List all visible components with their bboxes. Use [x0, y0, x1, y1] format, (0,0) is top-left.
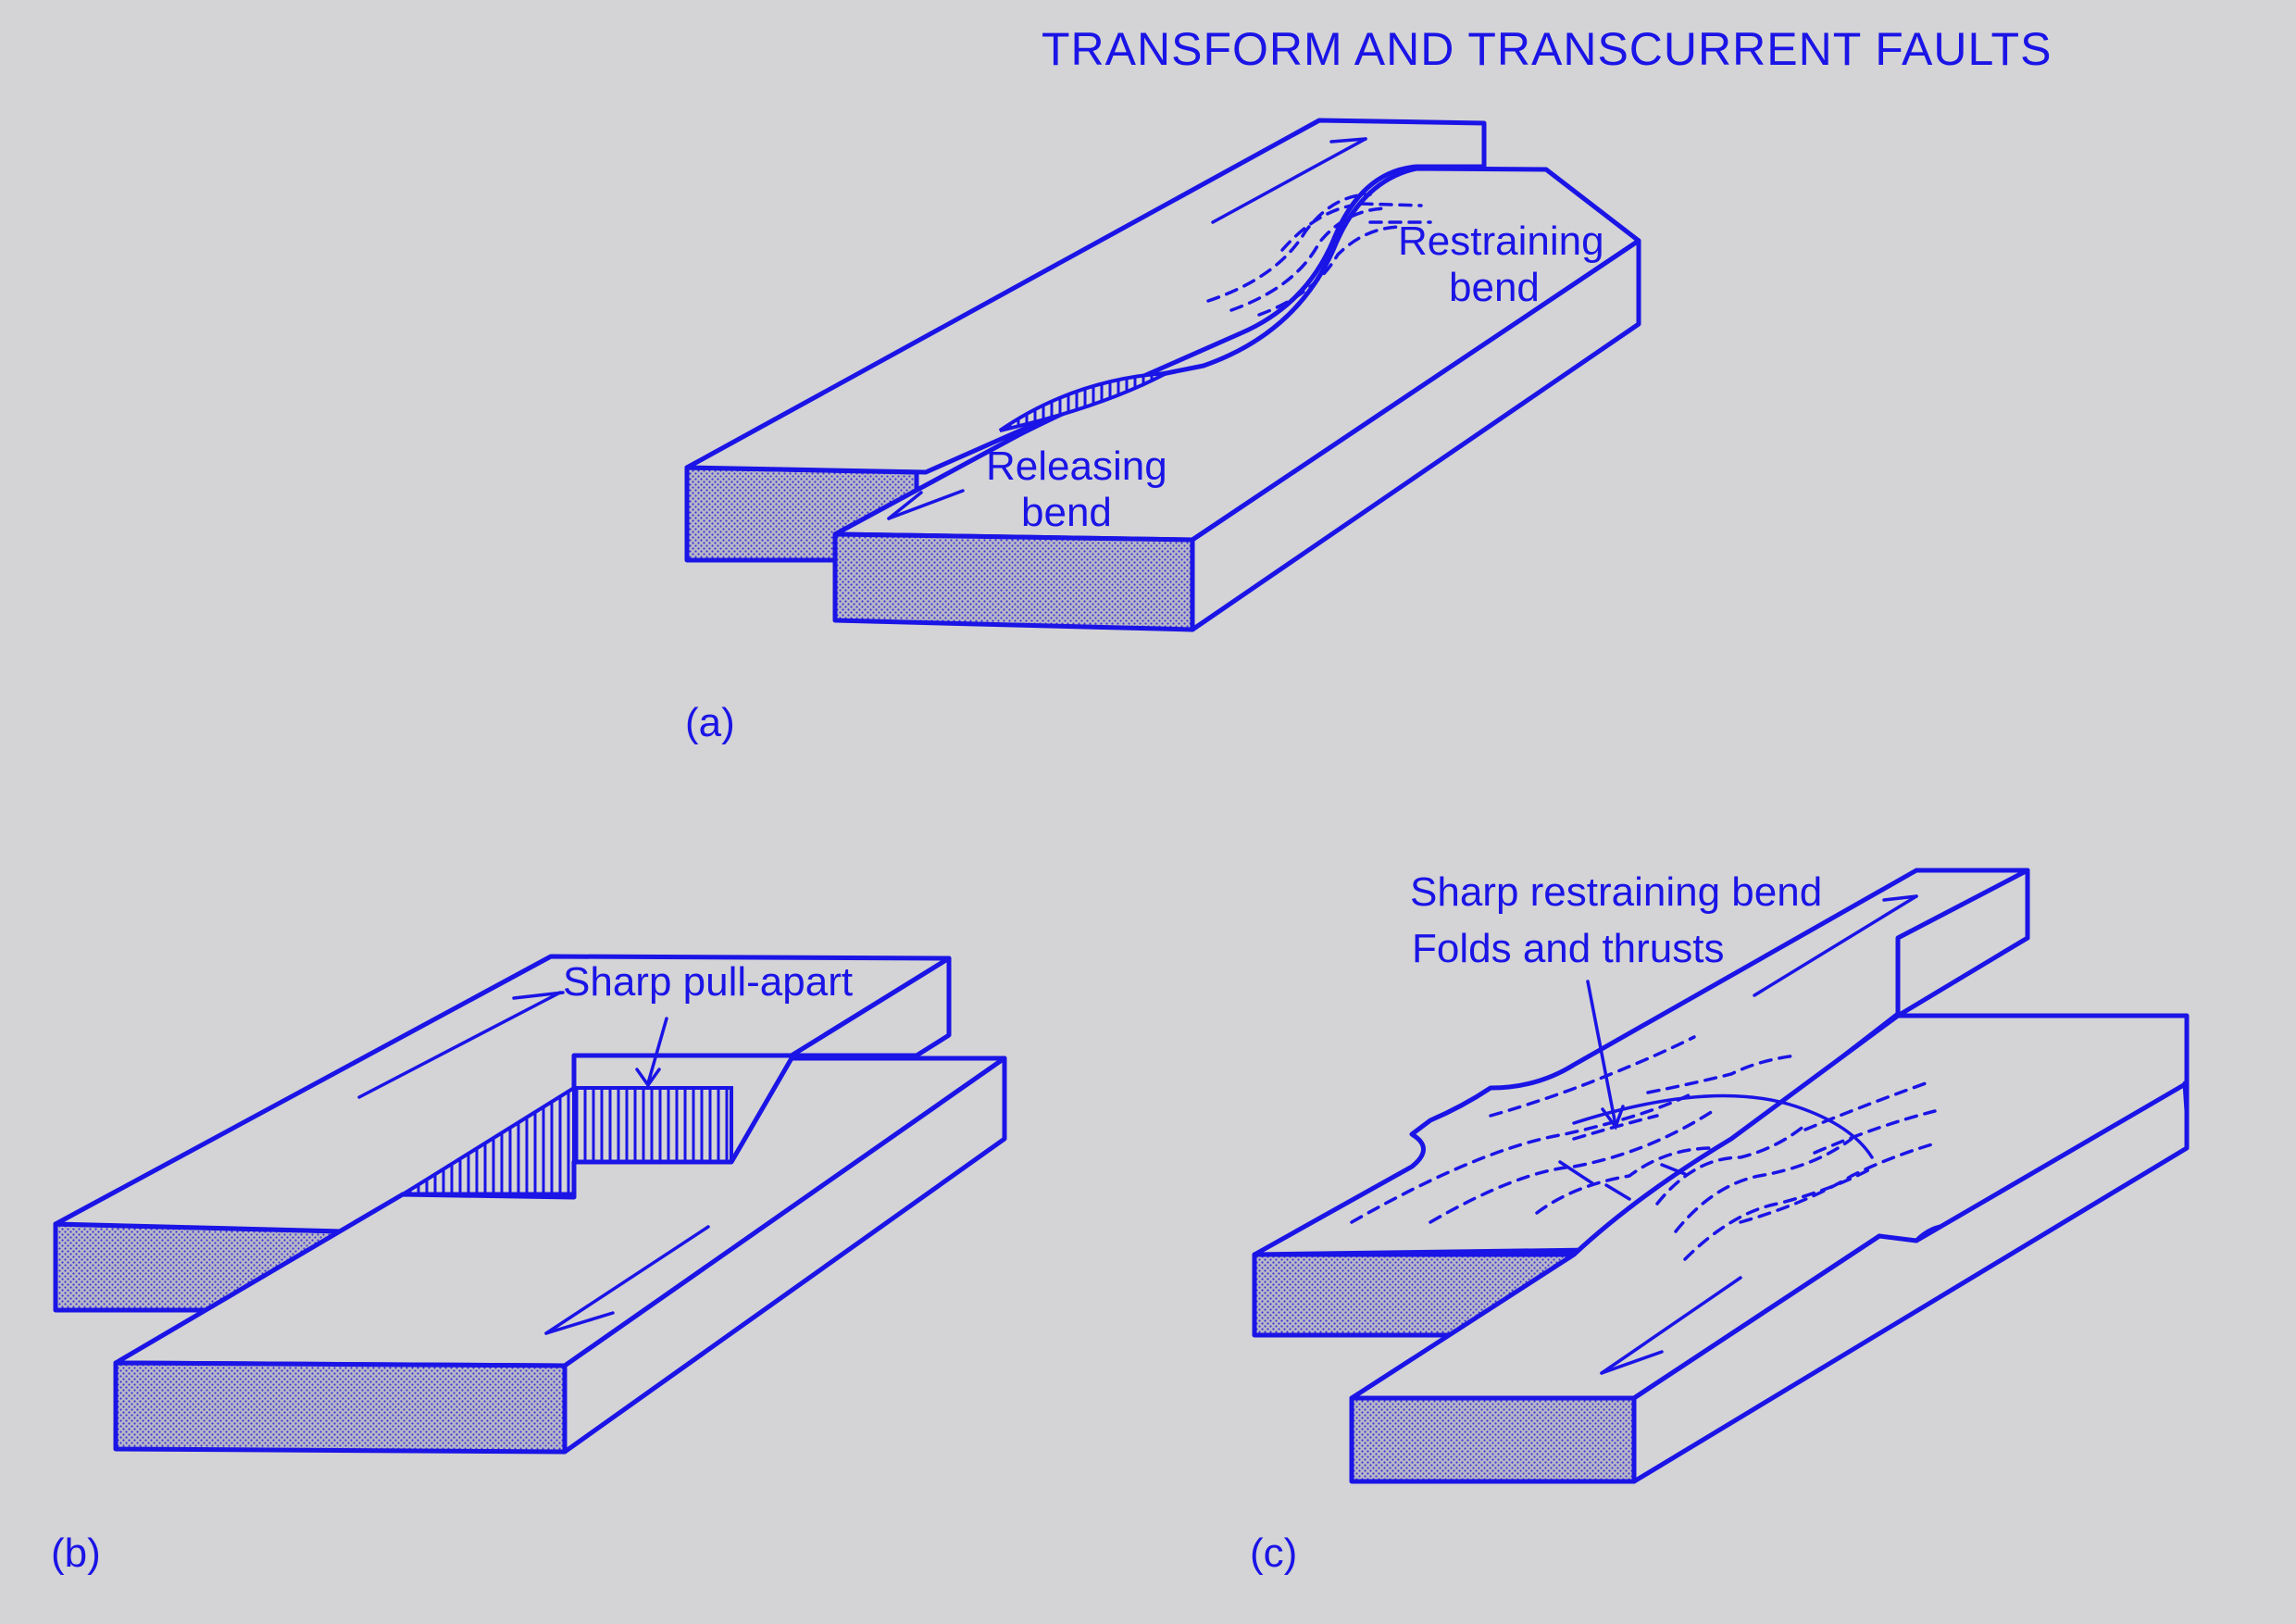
panel-a-motion-arrow [887, 489, 965, 520]
pull-apart-basin-back-wall [572, 1086, 733, 1164]
releasing-bend-label-line2: bend [1021, 490, 1112, 535]
panel-b-label: (b) [51, 1530, 101, 1576]
panel-c-fold-line [1350, 1091, 1696, 1224]
panel-c-fold-line [1813, 1109, 1937, 1155]
panel-b-motion-arrow [512, 991, 565, 1000]
panel-c-leader-arrowhead [1601, 1105, 1625, 1131]
sharp-restraining-bend-label: Sharp restraining bend [1410, 869, 1822, 915]
panel-a-fold-line [1206, 193, 1372, 303]
panel-c-thrust-arrow [1558, 1160, 1594, 1185]
panel-c-label: (c) [1250, 1530, 1297, 1576]
panel-b-front-block-front [113, 1360, 568, 1455]
panel-a-arrowhead [1329, 137, 1367, 144]
panel-c-front-block-side [1631, 1081, 2190, 1484]
panel-a-fold-line [1229, 206, 1391, 312]
panel-b-arrowhead [544, 1311, 615, 1335]
panel-c-front-block-front [1349, 1395, 1637, 1484]
pull-apart-arrowhead [635, 1068, 661, 1089]
panel-c-motion-arrow [1753, 894, 1918, 997]
panel-b: Sharp pull-apart (b) [51, 954, 1007, 1576]
pull-apart-label: Sharp pull-apart [563, 959, 853, 1005]
releasing-bend-label-line1: Releasing [986, 443, 1167, 489]
panel-a-releasing-basin [998, 371, 1167, 432]
panel-a-fold-line [1359, 202, 1423, 207]
panel-c-thrust-arrow [1660, 1163, 1687, 1176]
panel-c-thrust-trace [1572, 1093, 1874, 1159]
panel-c-thrust-arrow [1604, 1183, 1631, 1201]
panel-c-fold-line [1803, 1081, 1928, 1131]
panel-a-label: (a) [685, 700, 735, 745]
panel-c-fold-line [1429, 1109, 1715, 1224]
panel-a-front-block-front [832, 531, 1195, 632]
panel-c-fold-line [1739, 1142, 1937, 1224]
panel-a-motion-arrow [1211, 137, 1367, 224]
panel-c-motion-arrow [1600, 1276, 1742, 1375]
panel-b-motion-arrow [544, 1225, 710, 1335]
restraining-bend-label-line1: Restraining [1398, 219, 1604, 264]
panel-b-back-block-side [789, 956, 952, 1058]
pull-apart-leader-arrow [646, 1017, 668, 1085]
panel-c-leader-arrow [1586, 980, 1617, 1127]
panel-c-fold-line [1489, 1035, 1696, 1118]
panel-a: Restraining bend Releasing bend (a) [684, 118, 1641, 745]
panel-a-fold-line [1257, 225, 1404, 317]
panel-c-fold-line [1572, 1114, 1659, 1141]
panel-b-motion-arrow [357, 991, 562, 1099]
panel-c-fold-line [1683, 1165, 1877, 1261]
panel-a-back-block-top [684, 118, 1487, 475]
panel-c-fold-line [1674, 1137, 1853, 1233]
panel-c-arrowhead [1600, 1350, 1664, 1375]
panel-c-arrowhead [1882, 894, 1918, 902]
panel-c: Sharp restraining bend Folds and thrusts… [1250, 868, 2190, 1576]
panel-c-fold-line [1655, 1123, 1807, 1206]
folds-and-thrusts-label: Folds and thrusts [1412, 926, 1725, 971]
panel-a-arrowhead [887, 491, 923, 520]
restraining-bend-label-line2: bend [1449, 265, 1540, 310]
panel-c-fold-line [1535, 1146, 1715, 1215]
panel-a-fold-line [1280, 204, 1354, 252]
diagram-title: TRANSFORM AND TRANSCURRENT FAULTS [1042, 23, 2052, 75]
panel-c-fold-line [1646, 1054, 1798, 1094]
